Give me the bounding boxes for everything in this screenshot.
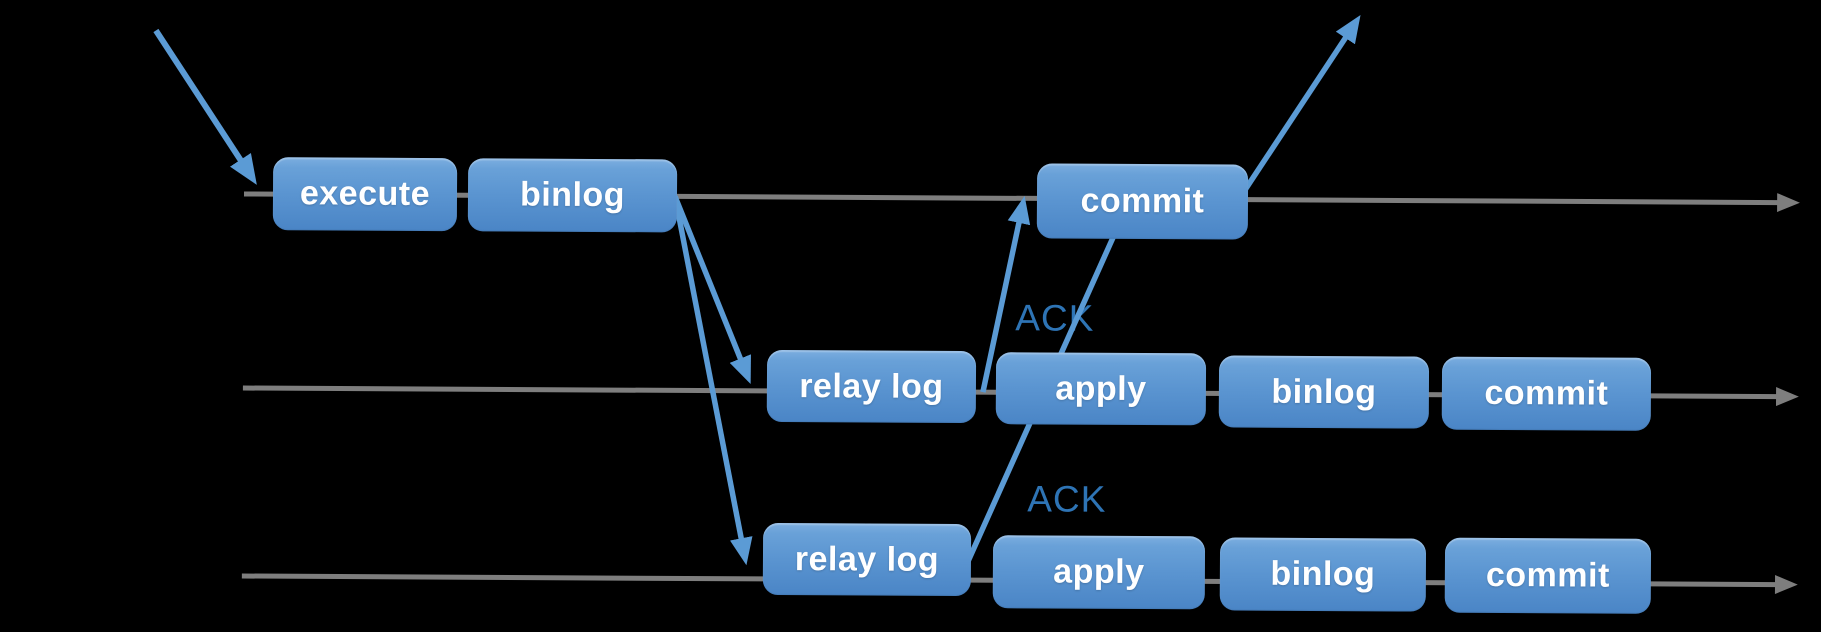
client-request-arrow bbox=[153, 28, 257, 185]
master-binlog-label: binlog bbox=[519, 175, 626, 215]
slave2-relay-log-label: relay log bbox=[794, 539, 940, 579]
slave1-ack-arrow bbox=[980, 195, 1031, 393]
slave2-commit-label: commit bbox=[1485, 555, 1610, 595]
slave2-commit-box: commit bbox=[1444, 537, 1652, 614]
master-binlog-box: binlog bbox=[467, 158, 678, 233]
slave1-commit-box: commit bbox=[1441, 356, 1652, 431]
master-execute-box: execute bbox=[272, 157, 458, 232]
slave1-apply-box: apply bbox=[995, 352, 1207, 426]
master-commit-label: commit bbox=[1080, 181, 1205, 221]
binlog-to-slave2-relay-arrow bbox=[672, 195, 753, 566]
slave1-apply-label: apply bbox=[1055, 369, 1147, 408]
slave2-binlog-box: binlog bbox=[1219, 537, 1427, 612]
slave1-relay-log-box: relay log bbox=[766, 349, 977, 424]
master-execute-label: execute bbox=[299, 174, 431, 214]
slave2-relay-log-box: relay log bbox=[762, 522, 972, 597]
slave1-binlog-box: binlog bbox=[1218, 355, 1430, 429]
slave1-relay-log-label: relay log bbox=[799, 366, 944, 406]
slave1-commit-label: commit bbox=[1484, 373, 1609, 413]
client-return-arrow bbox=[1235, 15, 1361, 203]
binlog-to-slave1-relay-arrow bbox=[672, 195, 751, 385]
slave2-binlog-label: binlog bbox=[1270, 554, 1376, 594]
master-commit-box: commit bbox=[1036, 163, 1249, 240]
slave1-binlog-label: binlog bbox=[1271, 372, 1377, 411]
slave2-apply-box: apply bbox=[992, 535, 1206, 610]
slave2-apply-label: apply bbox=[1053, 552, 1145, 592]
